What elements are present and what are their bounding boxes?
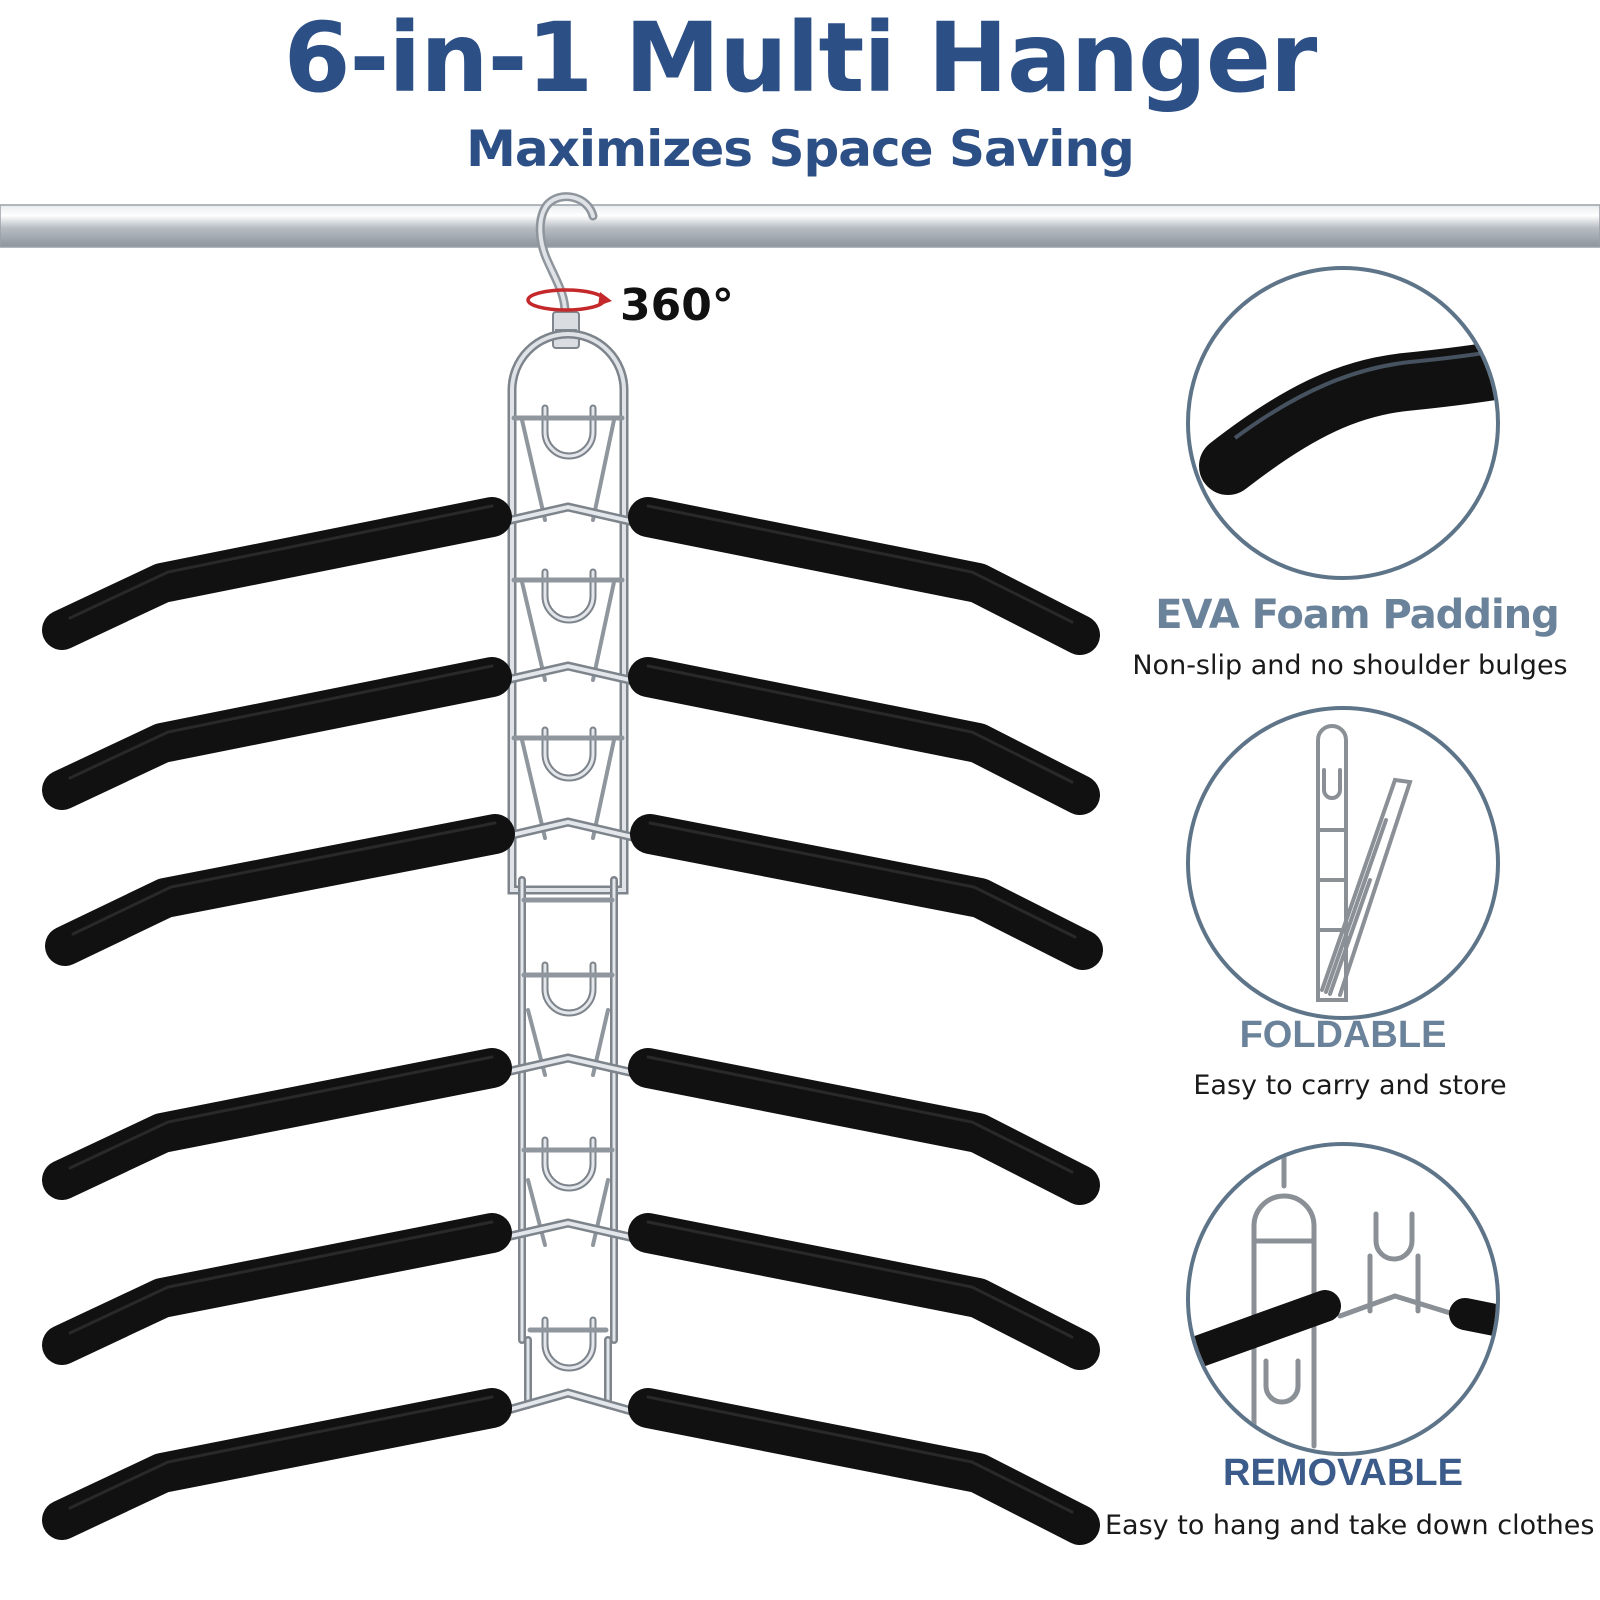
hanger-tiers <box>42 497 1103 1545</box>
rotate-arrow-icon <box>526 288 612 312</box>
page-title: 6-in-1 Multi Hanger <box>283 2 1318 114</box>
feature-title-foldable: FOLDABLE <box>1239 1014 1447 1056</box>
feature-desc-removable: Easy to hang and take down clothes <box>1105 1510 1595 1541</box>
hanger-loops <box>511 404 625 1372</box>
hanger-frame <box>507 329 629 1409</box>
feature-desc-foam: Non-slip and no shoulder bulges <box>1132 650 1568 681</box>
page-subtitle: Maximizes Space Saving <box>466 120 1135 178</box>
feature-removable-image <box>1186 1142 1500 1456</box>
feature-desc-foldable: Easy to carry and store <box>1193 1070 1507 1101</box>
feature-title-foam: EVA Foam Padding <box>1155 592 1560 638</box>
rotation-label: 360° <box>620 280 734 331</box>
feature-title-removable: REMOVABLE <box>1223 1452 1463 1494</box>
detachable-hanger-tier-icon <box>1190 1146 1496 1449</box>
foam-arms <box>42 497 1103 1545</box>
feature-foam-image <box>1186 266 1500 580</box>
folded-hanger-icon <box>1316 724 1413 1002</box>
foam-padding-closeup-icon <box>1199 341 1496 495</box>
feature-foldable-image <box>1186 706 1500 1020</box>
clothes-rod <box>0 204 1600 248</box>
